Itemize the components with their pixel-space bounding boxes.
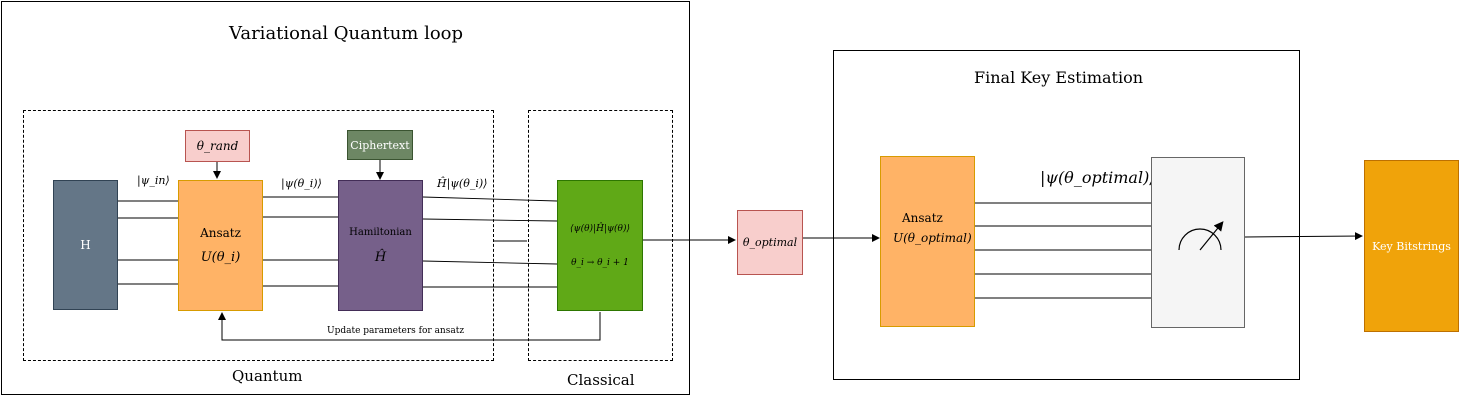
ciphertext-box: Ciphertext <box>347 130 413 160</box>
hamiltonian-title: Hamiltonian <box>349 226 412 238</box>
theta-optimal-label: θ_optimal <box>742 236 798 249</box>
psi-theta-label: |ψ(θ_i)⟩ <box>281 177 322 190</box>
theta-rand-label: θ_rand <box>196 139 239 153</box>
final-key-panel <box>833 50 1300 380</box>
expectation-value: ⟨ψ(θ)|Ĥ|ψ(θ)⟩ <box>570 223 630 234</box>
hamiltonian-block: Hamiltonian Ĥ <box>338 180 423 311</box>
measurement-block <box>1151 157 1245 328</box>
classical-optimizer-block: ⟨ψ(θ)|Ĥ|ψ(θ)⟩ θ_i → θ_i + 1 <box>557 180 643 311</box>
final-key-title: Final Key Estimation <box>974 68 1144 87</box>
quantum-label: Quantum <box>232 367 303 385</box>
psi-optimal-label: |ψ(θ_optimal)⟩ <box>1040 168 1156 187</box>
classical-region <box>528 110 673 361</box>
ciphertext-label: Ciphertext <box>350 138 410 152</box>
meter-icon <box>1178 221 1224 251</box>
h-block: H <box>53 180 118 310</box>
quantum-region <box>23 110 494 361</box>
flow-arrows <box>213 160 1363 341</box>
psi-in-label: |ψ_in⟩ <box>137 174 170 187</box>
key-bitstrings-box: Key Bitstrings <box>1364 160 1459 332</box>
h-label: H <box>80 238 91 252</box>
feedback-label: Update parameters for ansatz <box>327 326 465 336</box>
key-bitstrings-label: Key Bitstrings <box>1372 239 1451 253</box>
classical-label: Classical <box>567 371 635 389</box>
update-rule: θ_i → θ_i + 1 <box>571 257 629 268</box>
ansatz-block: Ansatz U(θ_i) <box>178 180 263 311</box>
theta-rand-box: θ_rand <box>185 130 250 162</box>
final-ansatz-title: Ansatz <box>902 211 943 225</box>
ansatz-formula: U(θ_i) <box>200 250 241 265</box>
ansatz-title: Ansatz <box>200 226 241 240</box>
vqe-loop-title: Variational Quantum loop <box>229 23 464 44</box>
h-psi-label: Ĥ|ψ(θ_i)⟩ <box>437 177 488 190</box>
final-ansatz-formula: U(θ_optimal) <box>893 231 972 245</box>
vqe-loop-panel <box>1 1 690 395</box>
final-ansatz-block: Ansatz U(θ_optimal) <box>880 156 975 327</box>
qubit-wires <box>118 196 1151 299</box>
hamiltonian-symbol: Ĥ <box>374 249 387 265</box>
theta-optimal-box: θ_optimal <box>737 210 803 275</box>
